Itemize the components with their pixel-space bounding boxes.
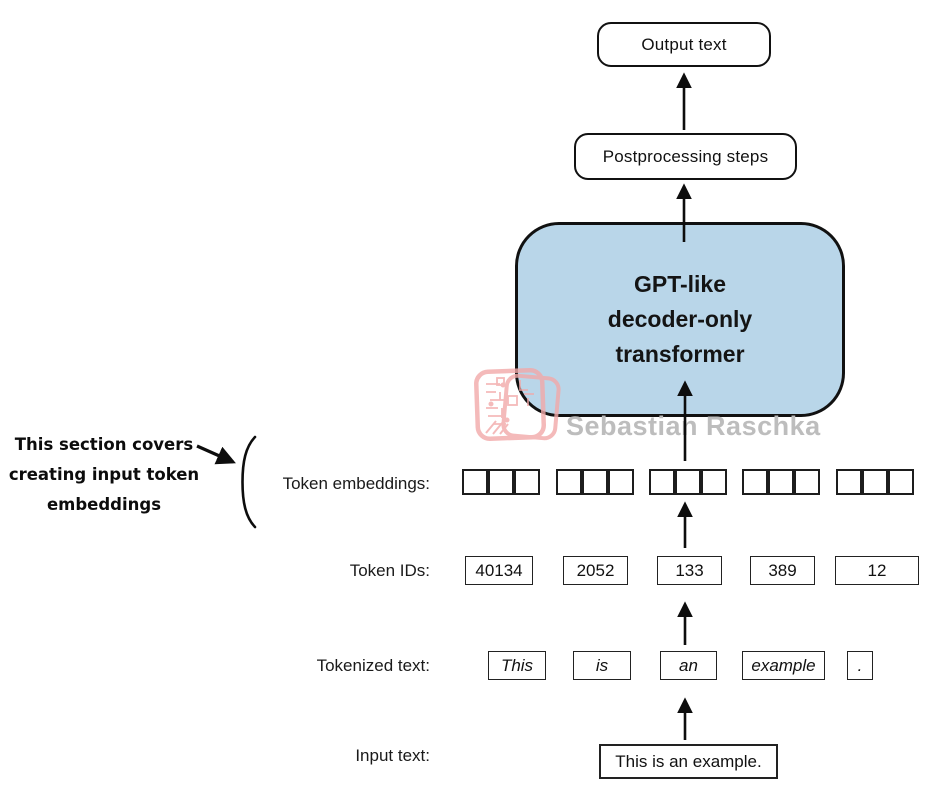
input-text-label: Input text: bbox=[355, 746, 430, 765]
embedding-cell bbox=[649, 469, 675, 495]
embedding-vector bbox=[462, 469, 540, 495]
output-text-label: Output text bbox=[641, 34, 727, 54]
embedding-cell bbox=[794, 469, 820, 495]
token-ids-label: Token IDs: bbox=[349, 561, 430, 580]
embedding-cell bbox=[556, 469, 582, 495]
transformer-line-3: transformer bbox=[615, 341, 745, 367]
token-box: is bbox=[573, 651, 631, 680]
token-id-box: 389 bbox=[750, 556, 815, 585]
embedding-vector bbox=[649, 469, 727, 495]
embedding-vector bbox=[836, 469, 914, 495]
embedding-cell bbox=[514, 469, 540, 495]
annotation-line-3: embeddings bbox=[46, 495, 162, 514]
token-id-box: 2052 bbox=[563, 556, 628, 585]
embedding-cell bbox=[768, 469, 794, 495]
token-box: This bbox=[488, 651, 546, 680]
embedding-cell bbox=[582, 469, 608, 495]
output-text-box: Output text bbox=[597, 22, 771, 67]
tokenized-text-label: Tokenized text: bbox=[316, 656, 430, 675]
embedding-cell bbox=[675, 469, 701, 495]
annotation-line-1: This section covers bbox=[14, 435, 194, 454]
token-box: . bbox=[847, 651, 873, 680]
embedding-cell bbox=[836, 469, 862, 495]
postprocessing-label: Postprocessing steps bbox=[602, 146, 769, 166]
transformer-line-1: GPT-like bbox=[633, 271, 727, 297]
embedding-cell bbox=[701, 469, 727, 495]
embedding-cell bbox=[888, 469, 914, 495]
section-annotation: This section covers creating input token… bbox=[8, 430, 200, 520]
token-id-box: 40134 bbox=[465, 556, 533, 585]
transformer-line-2: decoder-only bbox=[607, 306, 753, 332]
embedding-cell bbox=[488, 469, 514, 495]
embedding-vector bbox=[556, 469, 634, 495]
token-box: example bbox=[742, 651, 825, 680]
token-id-box: 12 bbox=[835, 556, 919, 585]
postprocessing-box: Postprocessing steps bbox=[574, 133, 797, 180]
token-embeddings-label: Token embeddings: bbox=[282, 474, 430, 493]
embedding-cell bbox=[862, 469, 888, 495]
token-id-box: 133 bbox=[657, 556, 722, 585]
embedding-cell bbox=[608, 469, 634, 495]
embedding-cell bbox=[462, 469, 488, 495]
transformer-box: GPT-like decoder-only transformer bbox=[515, 222, 845, 417]
embedding-vector bbox=[742, 469, 820, 495]
embedding-cell bbox=[742, 469, 768, 495]
annotation-line-2: creating input token bbox=[8, 465, 200, 484]
watermark-author: Sebastian Raschka bbox=[566, 411, 821, 441]
annotation-arrow-icon bbox=[196, 444, 236, 465]
token-box: an bbox=[660, 651, 717, 680]
input-text-box: This is an example. bbox=[599, 744, 778, 779]
